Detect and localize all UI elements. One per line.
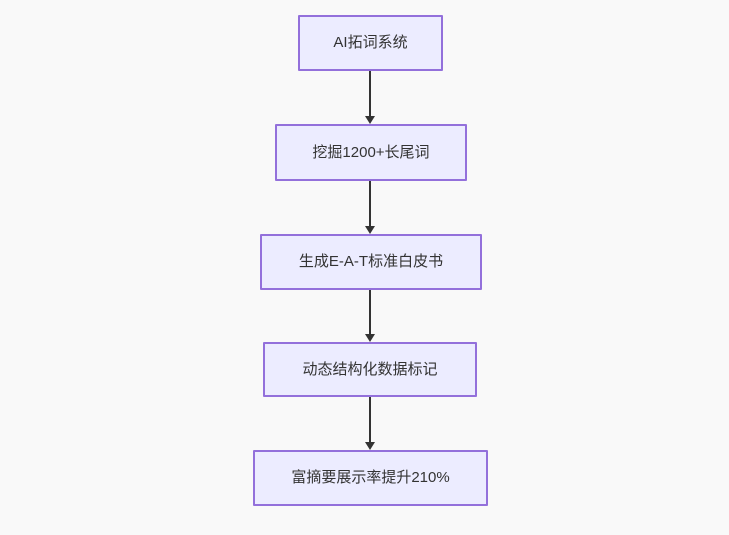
arrow-line [369,290,371,334]
flow-node-label: 动态结构化数据标记 [302,360,438,378]
arrowhead-down-icon [365,442,375,450]
flow-node-label: 富摘要展示率提升210% [291,469,450,486]
flow-node-longtail-mining: 挖掘1200+长尾词 [275,124,467,181]
arrow-line [369,71,371,116]
edge-arrow-2 [364,181,376,234]
flow-node-label: 挖掘1200+长尾词 [312,143,430,161]
edge-arrow-1 [364,71,376,124]
flow-node-label: 生成E-A-T标准白皮书 [298,253,444,270]
arrowhead-down-icon [365,226,375,234]
flow-node-structured-data-markup: 动态结构化数据标记 [263,342,477,397]
flow-node-ai-keyword-system: AI拓词系统 [298,15,443,71]
arrow-line [369,181,371,226]
edge-arrow-3 [364,290,376,342]
flow-node-rich-snippet-result: 富摘要展示率提升210% [253,450,488,506]
edge-arrow-4 [364,397,376,450]
arrowhead-down-icon [365,116,375,124]
arrowhead-down-icon [365,334,375,342]
arrow-line [369,397,371,442]
flow-node-label: AI拓词系统 [333,34,408,51]
flow-node-eat-whitepaper: 生成E-A-T标准白皮书 [260,234,482,290]
